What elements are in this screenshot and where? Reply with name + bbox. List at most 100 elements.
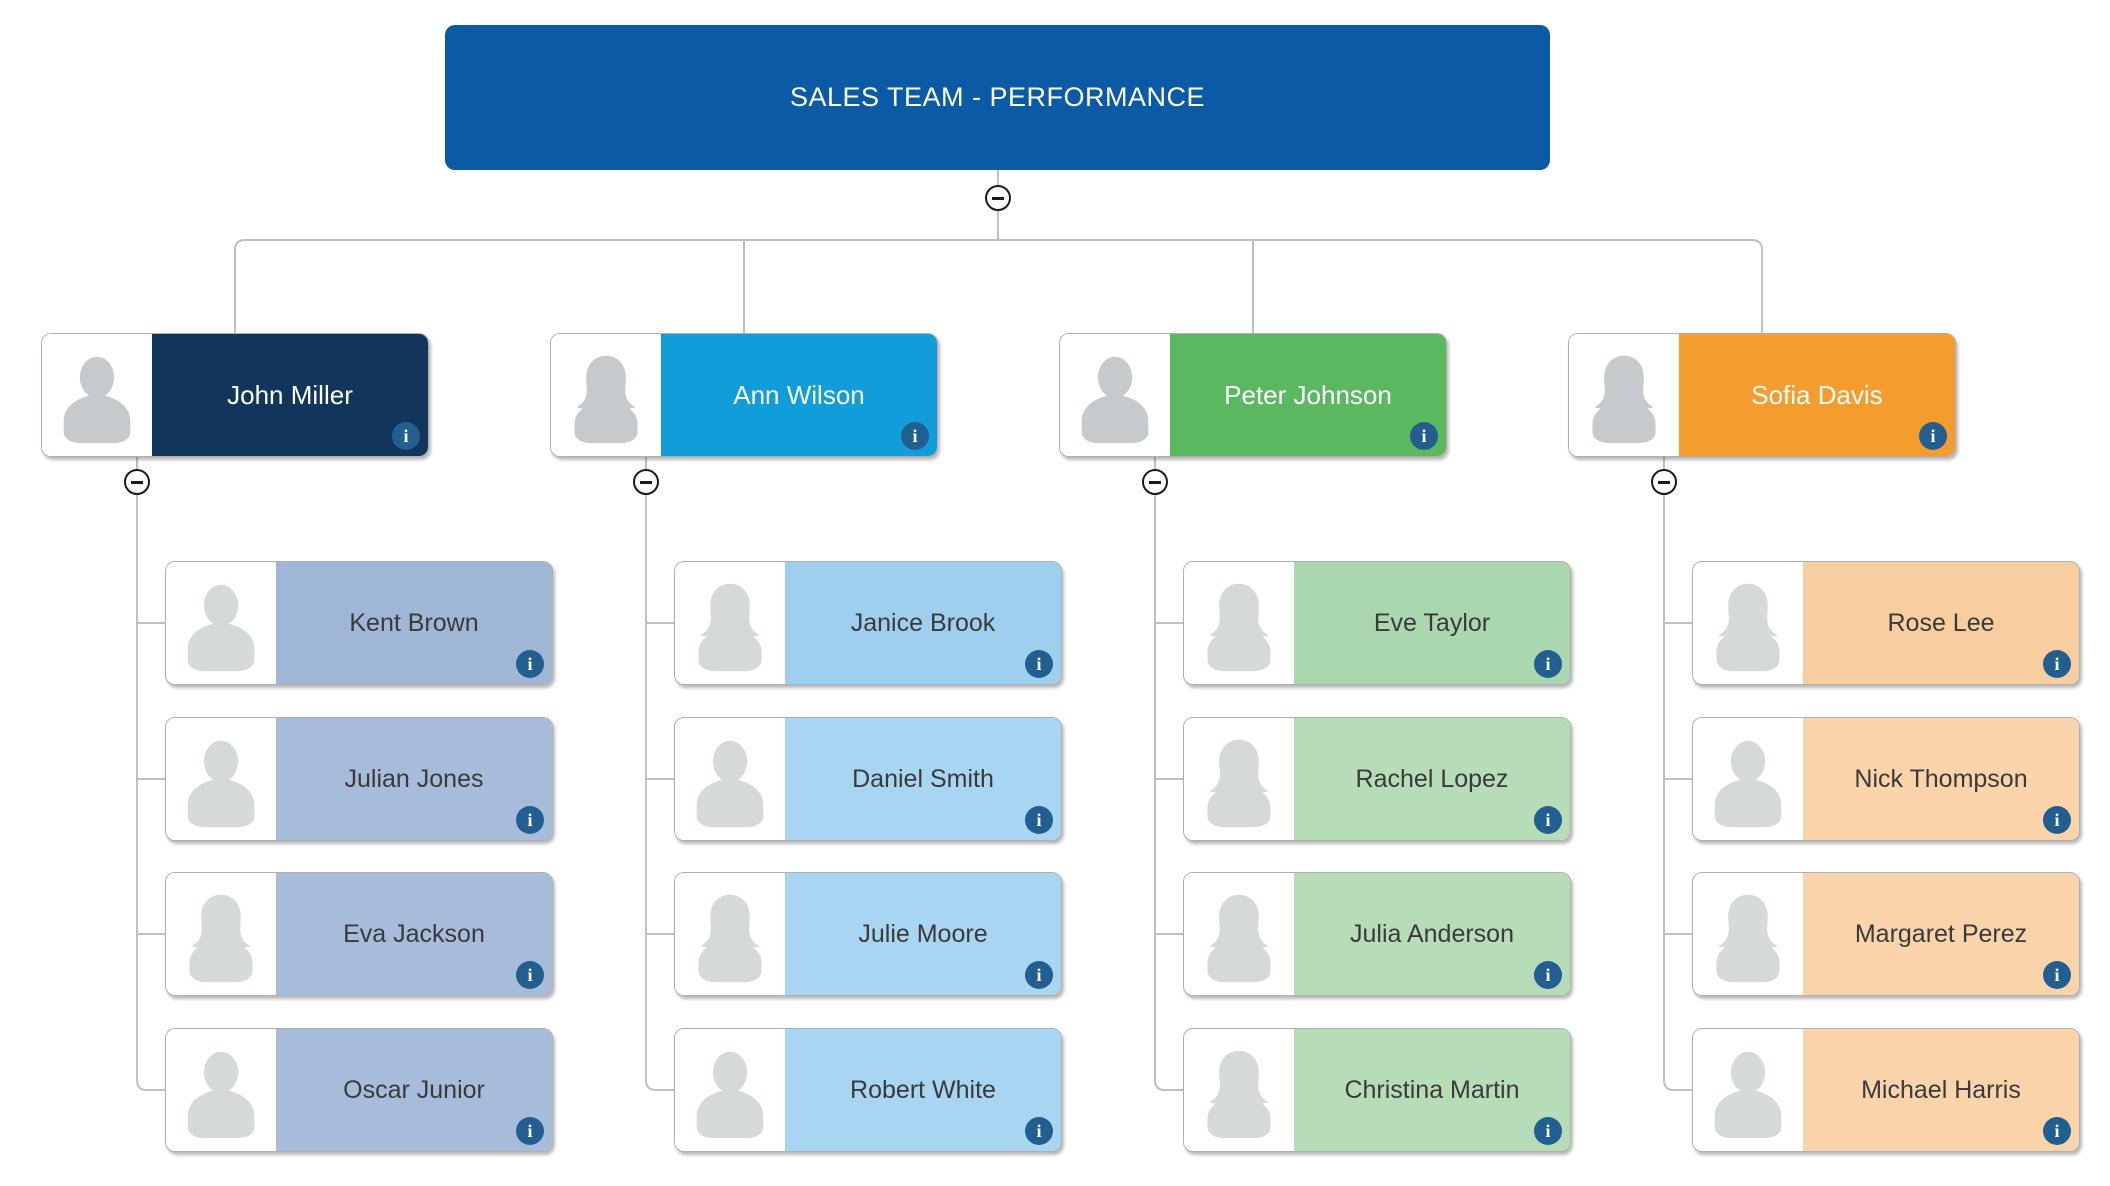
avatar-photo	[1693, 873, 1803, 995]
avatar-photo	[42, 334, 152, 456]
node-robert-white[interactable]: Robert White i	[674, 1028, 1062, 1152]
person-avatar-icon	[189, 894, 253, 983]
name-plate: Ann Wilson i	[661, 334, 937, 456]
name-plate: Julia Anderson i	[1294, 873, 1570, 995]
person-avatar-icon	[187, 584, 255, 672]
info-icon[interactable]: i	[1025, 650, 1053, 678]
info-glyph: i	[2054, 654, 2060, 674]
avatar-photo	[166, 1029, 276, 1151]
name-plate: Margaret Perez i	[1803, 873, 2079, 995]
info-icon[interactable]: i	[516, 1117, 544, 1145]
node-julian-jones[interactable]: Julian Jones i	[165, 717, 553, 841]
info-icon[interactable]: i	[1534, 650, 1562, 678]
person-name: Ann Wilson	[733, 379, 865, 410]
node-peter-johnson[interactable]: Peter Johnson i	[1059, 333, 1447, 457]
name-plate: Sofia Davis i	[1679, 334, 1955, 456]
avatar-photo	[1184, 562, 1294, 684]
name-plate: Rose Lee i	[1803, 562, 2079, 684]
person-name: Julia Anderson	[1349, 919, 1514, 948]
person-name: Daniel Smith	[852, 764, 994, 793]
info-icon[interactable]: i	[1534, 1117, 1562, 1145]
node-eva-jackson[interactable]: Eva Jackson i	[165, 872, 553, 996]
info-icon[interactable]: i	[1534, 806, 1562, 834]
avatar-photo	[166, 718, 276, 840]
node-ann-wilson[interactable]: Ann Wilson i	[550, 333, 938, 457]
person-name: John Miller	[227, 379, 353, 410]
node-kent-brown[interactable]: Kent Brown i	[165, 561, 553, 685]
name-plate: Julian Jones i	[276, 718, 552, 840]
node-julie-moore[interactable]: Julie Moore i	[674, 872, 1062, 996]
node-rachel-lopez[interactable]: Rachel Lopez i	[1183, 717, 1571, 841]
info-icon[interactable]: i	[1919, 422, 1947, 450]
person-avatar-icon	[1207, 894, 1271, 983]
info-glyph: i	[527, 810, 533, 830]
info-glyph: i	[2054, 1121, 2060, 1141]
collapse-button-john-miller[interactable]	[124, 469, 150, 495]
node-janice-brook[interactable]: Janice Brook i	[674, 561, 1062, 685]
collapse-button-root[interactable]	[985, 185, 1011, 211]
name-plate: Kent Brown i	[276, 562, 552, 684]
node-john-miller[interactable]: John Miller i	[41, 333, 429, 457]
name-plate: Michael Harris i	[1803, 1029, 2079, 1151]
person-avatar-icon	[1207, 739, 1271, 828]
node-christina-martin[interactable]: Christina Martin i	[1183, 1028, 1571, 1152]
person-avatar-icon	[187, 1051, 255, 1139]
collapse-button-peter-johnson[interactable]	[1142, 469, 1168, 495]
name-plate: Daniel Smith i	[785, 718, 1061, 840]
name-plate: Rachel Lopez i	[1294, 718, 1570, 840]
avatar-photo	[1060, 334, 1170, 456]
person-avatar-icon	[696, 1051, 764, 1139]
node-julia-anderson[interactable]: Julia Anderson i	[1183, 872, 1571, 996]
info-glyph: i	[1545, 1121, 1551, 1141]
info-icon[interactable]: i	[2043, 961, 2071, 989]
info-icon[interactable]: i	[901, 422, 929, 450]
node-sofia-davis[interactable]: Sofia Davis i	[1568, 333, 1956, 457]
node-rose-lee[interactable]: Rose Lee i	[1692, 561, 2080, 685]
info-icon[interactable]: i	[392, 422, 420, 450]
person-avatar-icon	[63, 356, 131, 444]
node-oscar-junior[interactable]: Oscar Junior i	[165, 1028, 553, 1152]
avatar-photo	[1693, 1029, 1803, 1151]
person-name: Christina Martin	[1344, 1075, 1520, 1104]
info-icon[interactable]: i	[2043, 650, 2071, 678]
info-glyph: i	[527, 1121, 533, 1141]
info-icon[interactable]: i	[1534, 961, 1562, 989]
info-glyph: i	[1545, 965, 1551, 985]
name-plate: Peter Johnson i	[1170, 334, 1446, 456]
collapse-button-sofia-davis[interactable]	[1651, 469, 1677, 495]
info-icon[interactable]: i	[1025, 1117, 1053, 1145]
info-icon[interactable]: i	[1410, 422, 1438, 450]
info-icon[interactable]: i	[1025, 961, 1053, 989]
avatar-photo	[675, 873, 785, 995]
info-icon[interactable]: i	[2043, 806, 2071, 834]
node-michael-harris[interactable]: Michael Harris i	[1692, 1028, 2080, 1152]
person-name: Rose Lee	[1887, 608, 1995, 637]
avatar-photo	[166, 873, 276, 995]
info-glyph: i	[527, 965, 533, 985]
person-name: Eve Taylor	[1373, 608, 1491, 637]
node-margaret-perez[interactable]: Margaret Perez i	[1692, 872, 2080, 996]
person-name: Eva Jackson	[343, 919, 485, 948]
node-nick-thompson[interactable]: Nick Thompson i	[1692, 717, 2080, 841]
person-name: Rachel Lopez	[1355, 764, 1509, 793]
info-glyph: i	[912, 426, 918, 446]
name-plate: Eve Taylor i	[1294, 562, 1570, 684]
info-icon[interactable]: i	[516, 806, 544, 834]
node-eve-taylor[interactable]: Eve Taylor i	[1183, 561, 1571, 685]
info-glyph: i	[527, 654, 533, 674]
info-icon[interactable]: i	[1025, 806, 1053, 834]
info-icon[interactable]: i	[516, 650, 544, 678]
name-plate: Oscar Junior i	[276, 1029, 552, 1151]
name-plate: Eva Jackson i	[276, 873, 552, 995]
info-glyph: i	[403, 426, 409, 446]
node-daniel-smith[interactable]: Daniel Smith i	[674, 717, 1062, 841]
info-icon[interactable]: i	[2043, 1117, 2071, 1145]
name-plate: Janice Brook i	[785, 562, 1061, 684]
info-glyph: i	[1421, 426, 1427, 446]
info-glyph: i	[1545, 810, 1551, 830]
person-avatar-icon	[1081, 356, 1149, 444]
collapse-button-ann-wilson[interactable]	[633, 469, 659, 495]
root-node[interactable]: SALES TEAM - PERFORMANCE	[445, 25, 1550, 170]
info-icon[interactable]: i	[516, 961, 544, 989]
person-name: Janice Brook	[850, 608, 996, 637]
